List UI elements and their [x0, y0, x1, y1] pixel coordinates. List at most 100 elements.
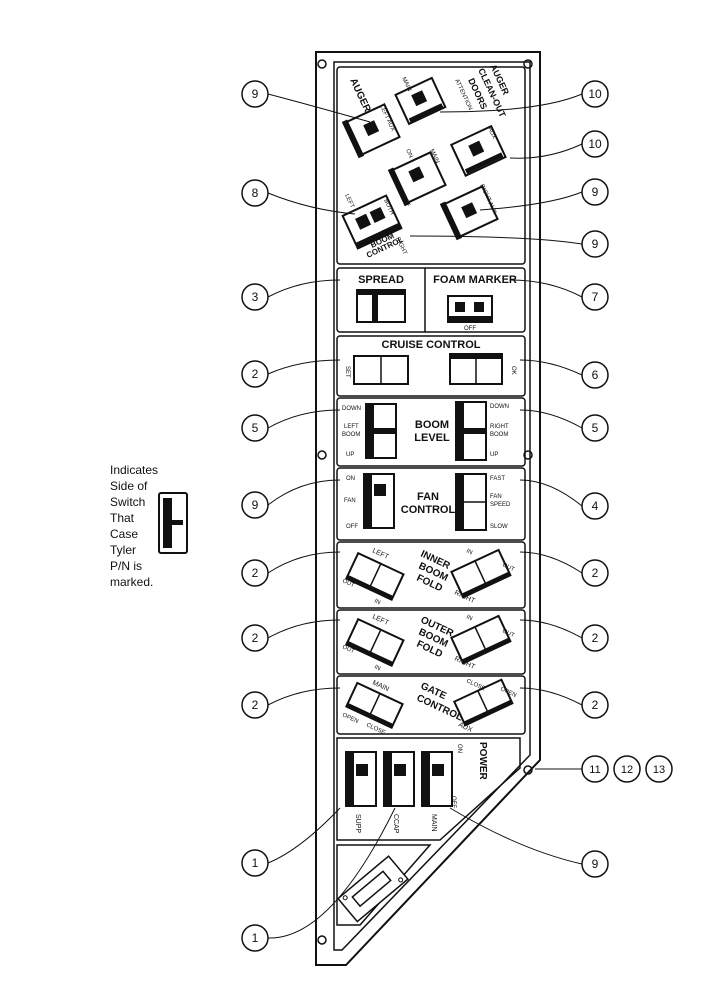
inner-left-switch[interactable] [345, 551, 405, 602]
inner-left-out: OUT [341, 578, 355, 589]
supp-label: SUPP [354, 814, 361, 833]
auger-main-switch[interactable] [394, 76, 447, 126]
inner-left-in: IN [373, 598, 381, 606]
bottom-connector [336, 855, 409, 923]
supp-switch[interactable] [345, 751, 377, 807]
svg-text:12: 12 [621, 764, 633, 776]
callout-4: 4 [581, 492, 609, 520]
callout-9-power: 9 [581, 850, 609, 878]
callout-9-auger-left: 9 [241, 80, 269, 108]
svg-text:2: 2 [252, 631, 259, 645]
outer-right-out: OUT [501, 628, 515, 639]
foam-marker-label: FOAM MARKER [433, 274, 517, 286]
foam-off-label: OFF [464, 326, 476, 332]
callout-1-supp: 1 [241, 849, 269, 877]
callout-2-outer-left: 2 [241, 624, 269, 652]
svg-text:1: 1 [252, 856, 259, 870]
svg-text:9: 9 [592, 857, 599, 871]
spread-switch[interactable] [356, 289, 406, 323]
outer-right-switch[interactable] [450, 614, 512, 665]
auger-section: AUGERS ATTENTION AUGER CLEAN-OUT DOORS M… [341, 63, 511, 260]
inner-right-out: OUT [501, 562, 515, 573]
section-borders [336, 66, 526, 926]
svg-text:3: 3 [252, 290, 259, 304]
ccap-switch[interactable] [383, 751, 415, 807]
cruise-set-label: SET [344, 366, 350, 378]
svg-text:9: 9 [252, 87, 259, 101]
fan-control-line2: CONTROL [401, 504, 456, 516]
inner-right-in: IN [465, 548, 473, 556]
mounting-holes [317, 59, 533, 945]
auger-right-aux-switch[interactable] [439, 185, 499, 241]
svg-text:10: 10 [588, 87, 602, 101]
callout-2-cruise: 2 [241, 360, 269, 388]
foam-marker-switch[interactable] [447, 295, 493, 323]
auger-aux-label: AUX [486, 126, 497, 140]
fan-slow-label: SLOW [490, 524, 508, 530]
auger-off-label: OFF [400, 194, 411, 208]
callout-2-gate-left: 2 [241, 691, 269, 719]
right-boom-line1: RIGHT [490, 424, 509, 430]
callout-2-gate-right: 2 [581, 691, 609, 719]
fan-on-label: ON [346, 476, 355, 482]
svg-text:2: 2 [592, 698, 599, 712]
inner-right-switch[interactable] [450, 548, 512, 599]
callout-2-inner-right: 2 [581, 559, 609, 587]
boom-level-section: BOOM LEVEL DOWN LEFT BOOM UP DOWN RIGHT … [342, 401, 509, 461]
callout-12: 12 [613, 755, 641, 783]
outer-left-out: OUT [341, 644, 355, 655]
gate-control-section: GATE CONTROL MAIN OPEN CLOSE CLOSE OPEN … [341, 678, 517, 736]
boom-level-line2: LEVEL [414, 432, 450, 444]
svg-text:11: 11 [589, 764, 600, 776]
svg-text:2: 2 [592, 631, 599, 645]
fan-off-label: OFF [346, 524, 358, 530]
ccap-label: CCAP [392, 814, 399, 834]
leader-lines [267, 93, 583, 939]
svg-text:2: 2 [252, 566, 259, 580]
gate-main-switch[interactable] [345, 681, 404, 730]
outer-left-switch[interactable] [345, 617, 405, 668]
fan-speed-line1: FAN [490, 494, 502, 500]
fan-speed-switch[interactable] [455, 473, 487, 531]
callout-10-top: 10 [581, 80, 609, 108]
callout-7: 7 [581, 283, 609, 311]
fan-switch[interactable] [363, 473, 395, 529]
fan-control-section: FAN CONTROL ON FAN OFF FAST FAN SPEED SL… [344, 473, 511, 531]
left-boom-switch[interactable] [365, 403, 397, 459]
outer-left-in: IN [373, 664, 381, 672]
auger-left-aux-switch[interactable] [341, 103, 401, 159]
right-boom-down: DOWN [490, 404, 509, 410]
svg-text:2: 2 [252, 698, 259, 712]
fan-fast-label: FAST [490, 476, 505, 482]
callout-10-second: 10 [581, 130, 609, 158]
svg-text:6: 6 [592, 368, 599, 382]
svg-text:5: 5 [252, 421, 259, 435]
svg-text:9: 9 [592, 237, 599, 251]
power-on-label: ON [456, 744, 462, 753]
right-boom-up: UP [490, 452, 498, 458]
left-boom-down: DOWN [342, 406, 361, 412]
fan-label: FAN [344, 498, 356, 504]
auger-main-middle-switch[interactable] [387, 151, 447, 207]
svg-text:9: 9 [592, 185, 599, 199]
svg-text:10: 10 [588, 137, 602, 151]
legend: Indicates Side of Switch That Case Tyler… [110, 462, 200, 590]
svg-text:4: 4 [592, 499, 599, 513]
callout-13: 13 [645, 755, 673, 783]
auger-main-middle-label: MAIN [428, 148, 440, 164]
boom-control-switch[interactable] [341, 194, 403, 250]
outer-boom-fold-section: OUTER BOOM FOLD LEFT OUT IN IN OUT RIGHT [341, 613, 515, 672]
gate-main-open: OPEN [341, 712, 359, 725]
auger-aux-switch[interactable] [449, 124, 507, 177]
main-power-switch[interactable] [421, 751, 453, 807]
svg-text:2: 2 [252, 367, 259, 381]
left-boom-up: UP [346, 452, 354, 458]
right-boom-switch[interactable] [455, 401, 487, 461]
gate-aux-switch[interactable] [452, 678, 514, 727]
cruise-on-switch[interactable] [449, 353, 503, 385]
svg-text:1: 1 [252, 931, 259, 945]
callout-9-right-aux: 9 [581, 178, 609, 206]
callout-6: 6 [581, 361, 609, 389]
cruise-set-switch[interactable] [353, 355, 409, 385]
